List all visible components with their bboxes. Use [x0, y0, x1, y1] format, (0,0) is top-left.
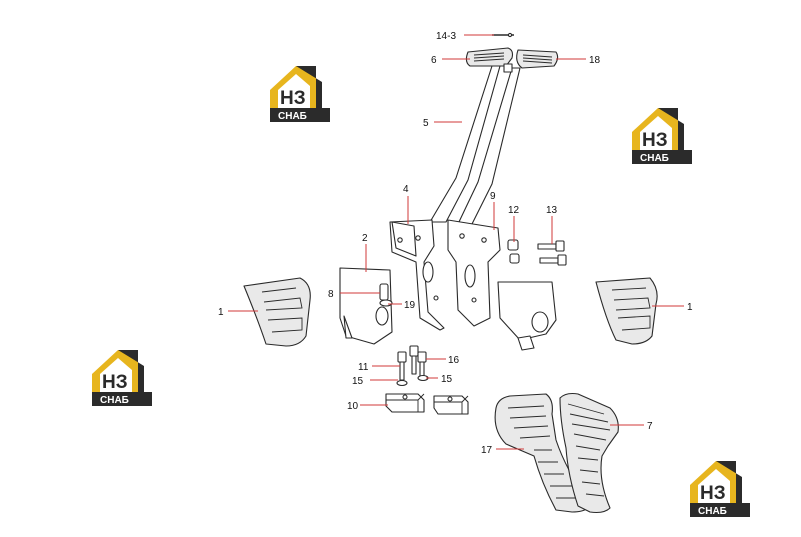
callout-15-right: 15	[441, 374, 453, 385]
watermark-brand: СНАБ	[100, 395, 129, 406]
callout-9: 9	[490, 191, 496, 202]
callout-19: 19	[404, 300, 416, 311]
part-bracket-9	[447, 219, 501, 327]
part-washer-15-left	[396, 379, 408, 387]
callout-13: 13	[546, 205, 558, 216]
watermark-brand: СНАБ	[278, 111, 307, 122]
watermark-mark: НЗ	[280, 88, 306, 109]
part-pedal-pad-18	[516, 49, 559, 69]
leader-lines	[228, 34, 684, 450]
callout-15-left: 15	[352, 376, 364, 387]
watermark-logo-1: НЗ СНАБ	[270, 66, 330, 122]
part-bolt-11	[397, 345, 419, 381]
watermark-mark: НЗ	[700, 483, 726, 504]
watermark-logo-2: НЗ СНАБ	[632, 108, 692, 164]
callout-18: 18	[589, 55, 601, 66]
watermark-mark: НЗ	[102, 372, 128, 393]
callout-17: 17	[481, 445, 493, 456]
callout-11: 11	[358, 362, 369, 373]
part-pin-14-3	[492, 32, 514, 38]
watermark-brand: СНАБ	[698, 506, 727, 517]
callout-1-left: 1	[218, 307, 224, 318]
watermark-logo-4: НЗ СНАБ	[690, 461, 750, 517]
callout-7: 7	[647, 421, 653, 432]
callout-6: 6	[431, 55, 437, 66]
watermark-brand: СНАБ	[640, 153, 669, 164]
part-bracket-4	[389, 219, 445, 331]
callout-16: 16	[448, 355, 460, 366]
part-pedal-arm-5	[429, 63, 521, 225]
callout-labels: 14-3 6 18 5 4 9 12 13 2 8 19 1 1 11 16 1…	[218, 31, 693, 456]
callout-8: 8	[328, 289, 334, 300]
part-pad-1-left	[243, 277, 311, 347]
part-pin-8	[379, 283, 389, 301]
part-floor-mat-7	[559, 392, 619, 514]
part-pad-1-right	[595, 277, 658, 345]
part-bolt-13	[537, 240, 567, 266]
callout-5: 5	[423, 118, 429, 129]
part-bracket-2	[339, 267, 393, 345]
part-nut-12	[507, 239, 520, 264]
callout-10: 10	[347, 401, 359, 412]
callout-14-3: 14-3	[436, 31, 456, 42]
part-stop-block-10	[385, 393, 469, 415]
watermark-mark: НЗ	[642, 130, 668, 151]
callout-1-right: 1	[687, 302, 693, 313]
part-mounting-plate	[497, 281, 557, 351]
watermark-logo-3: НЗ СНАБ	[92, 350, 152, 406]
part-washer-19	[379, 299, 393, 307]
callout-12: 12	[508, 205, 520, 216]
callout-4: 4	[403, 184, 409, 195]
callout-2: 2	[362, 233, 368, 244]
part-pedal-pad-6	[465, 47, 514, 67]
